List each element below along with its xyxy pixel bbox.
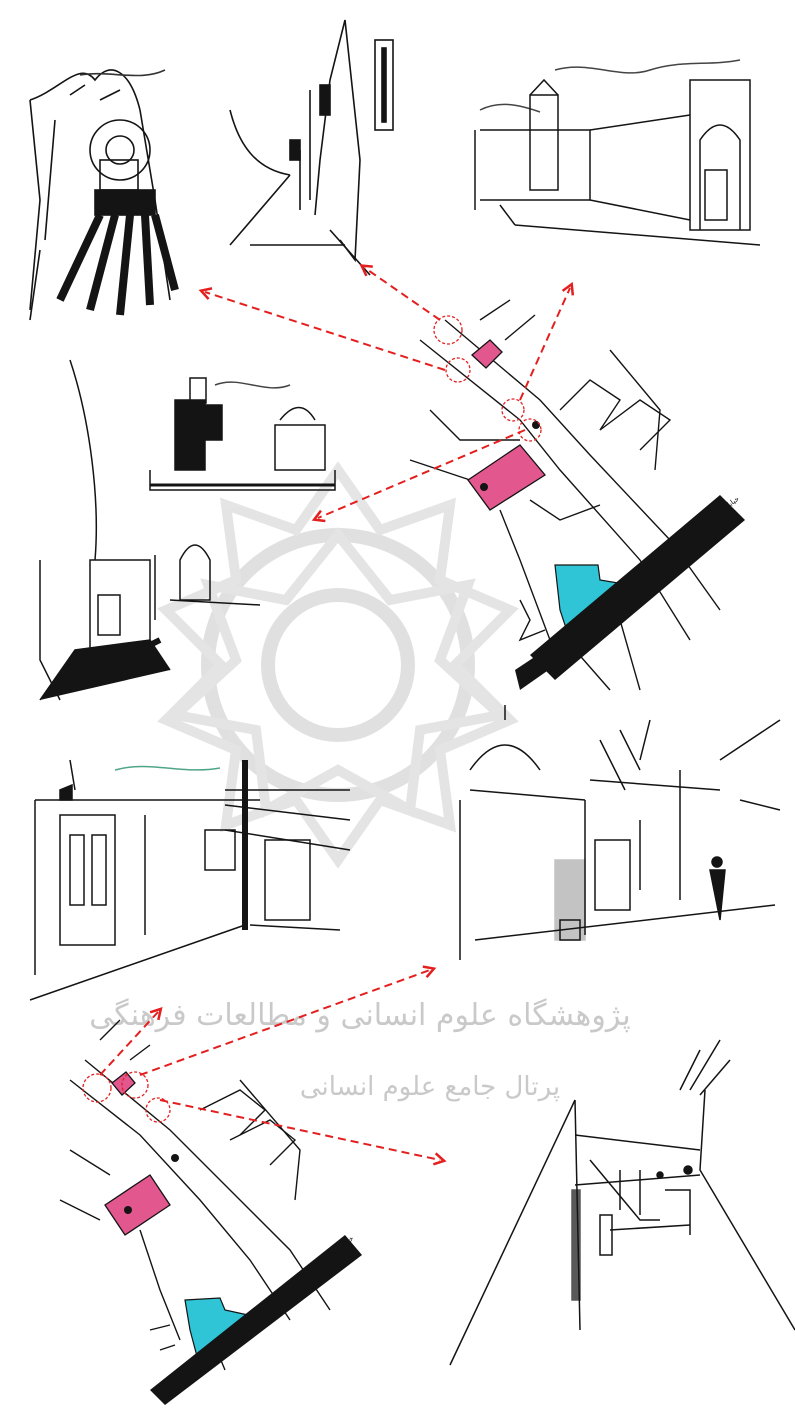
watermark-line-1: پژوهشگاه علوم انسانی و مطالعات فرهنگی	[89, 998, 631, 1033]
sketch-top-left-interior	[30, 70, 175, 320]
sketch-top-middle-alley	[230, 20, 393, 275]
view-marker-circle	[502, 399, 524, 421]
watermark-line-2: پرتال جامع علوم انسانی	[300, 1072, 560, 1102]
view-arrow	[520, 288, 570, 400]
map-bottom: خیابان	[60, 970, 440, 1405]
sketch-bottom-right-street	[460, 705, 780, 960]
view-arrow	[205, 292, 445, 370]
sketch-top-right-courtyard	[475, 60, 760, 245]
view-arrow	[365, 268, 440, 320]
view-marker-circle	[83, 1074, 111, 1102]
watermark-rosette-icon	[166, 470, 510, 860]
view-marker-circle	[519, 419, 541, 441]
watermark-text: پژوهشگاه علوم انسانی و مطالعات فرهنگی پر…	[89, 998, 631, 1102]
